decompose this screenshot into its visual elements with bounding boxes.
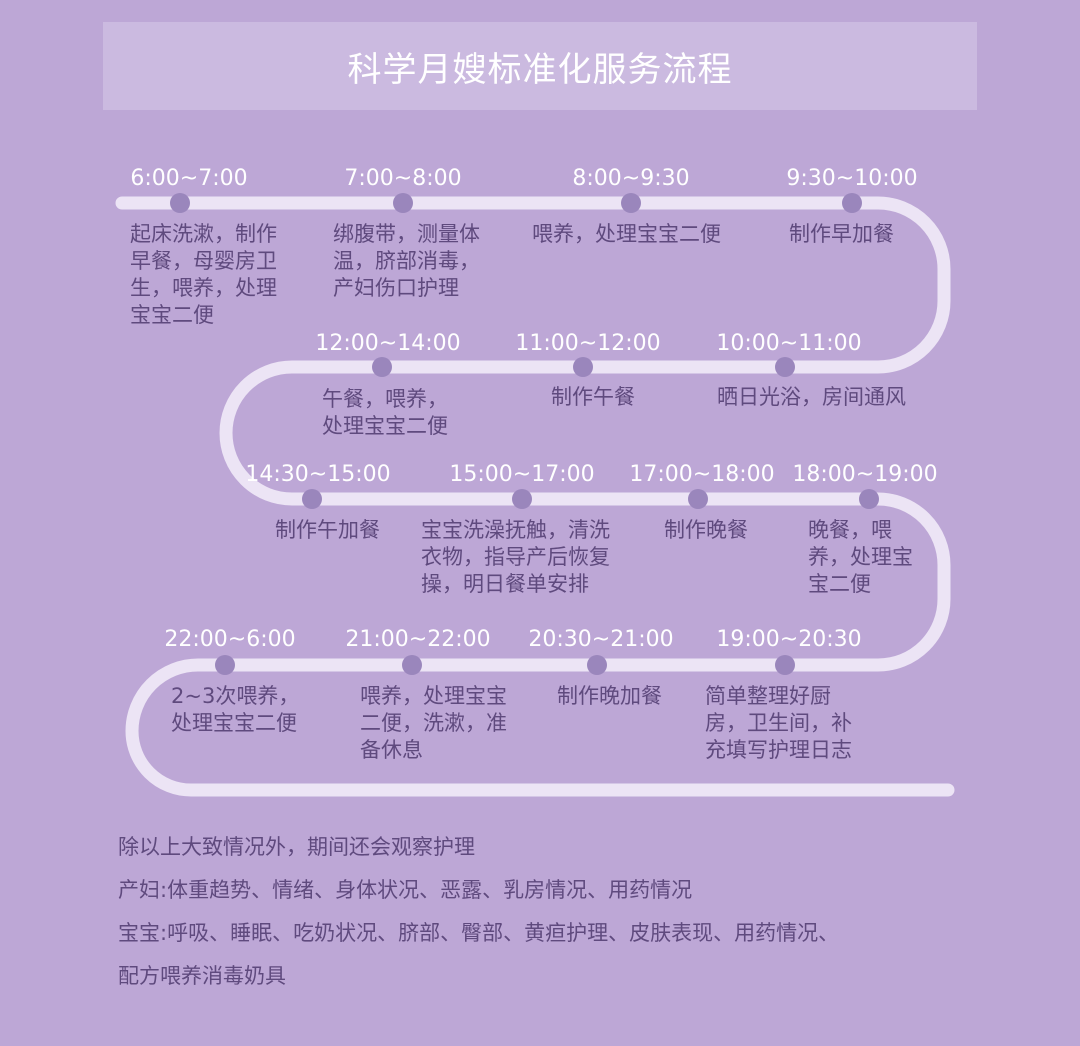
timeline-dot: [688, 489, 708, 509]
step-description-line: 早餐，母婴房卫: [130, 249, 277, 273]
step-description: 喂养，处理宝宝二便: [532, 221, 721, 248]
step-description: 宝宝洗澡抚触，清洗衣物，指导产后恢复操，明日餐单安排: [421, 517, 610, 598]
step-time: 19:00~20:30: [716, 627, 862, 652]
step-description-line: 处理宝宝二便: [171, 711, 297, 735]
step-time: 22:00~6:00: [164, 627, 296, 652]
step-description-line: 房，卫生间，补: [705, 711, 852, 735]
step-description-line: 晒日光浴，房间通风: [717, 385, 906, 409]
timeline-dots: [170, 193, 879, 675]
notes-baby: 宝宝:呼吸、睡眠、吃奶状况、脐部、臀部、黄疸护理、皮肤表现、用药情况、: [118, 921, 840, 945]
step-description-line: 制作午加餐: [275, 518, 380, 542]
step-description-line: 充填写护理日志: [705, 738, 852, 762]
step-description-line: 简单整理好厨: [705, 684, 831, 708]
timeline-dot: [302, 489, 322, 509]
timeline-dot: [512, 489, 532, 509]
serpentine-track: [115, 196, 955, 797]
step-description: 起床洗漱，制作早餐，母婴房卫生，喂养，处理宝宝二便: [130, 221, 277, 329]
timeline-dot: [859, 489, 879, 509]
step-description-line: 喂养，处理宝宝二便: [532, 222, 721, 246]
step-time: 9:30~10:00: [786, 166, 918, 191]
timeline-dot: [402, 655, 422, 675]
timeline-dot: [215, 655, 235, 675]
step-time: 10:00~11:00: [716, 331, 862, 356]
step-time: 7:00~8:00: [344, 166, 462, 191]
step-description: 晒日光浴，房间通风: [717, 384, 906, 411]
step-description-line: 晚餐，喂: [808, 518, 892, 542]
step-description: 制作晚加餐: [557, 683, 662, 710]
step-description-line: 制作早加餐: [789, 222, 894, 246]
step-time: 21:00~22:00: [345, 627, 491, 652]
step-description-line: 制作晚餐: [664, 518, 748, 542]
timeline-dot: [393, 193, 413, 213]
notes-block: 除以上大致情况外，期间还会观察护理 产妇:体重趋势、情绪、身体状况、恶露、乳房情…: [118, 826, 839, 998]
step-description-line: 起床洗漱，制作: [130, 222, 277, 246]
step-description-line: 2~3次喂养，: [171, 684, 300, 708]
step-description-line: 绑腹带，测量体: [333, 222, 480, 246]
step-description: 制作午餐: [551, 384, 635, 411]
step-description: 制作午加餐: [275, 517, 380, 544]
timeline-dot: [775, 655, 795, 675]
step-description-line: 宝二便: [808, 572, 871, 596]
title-banner: 科学月嫂标准化服务流程: [103, 22, 977, 110]
step-time: 17:00~18:00: [629, 462, 775, 487]
step-description-line: 生，喂养，处理: [130, 276, 277, 300]
step-description: 简单整理好厨房，卫生间，补充填写护理日志: [705, 683, 852, 764]
step-time: 20:30~21:00: [528, 627, 674, 652]
step-description-line: 产妇伤口护理: [333, 276, 459, 300]
notes-mother: 产妇:体重趋势、情绪、身体状况、恶露、乳房情况、用药情况: [118, 878, 693, 902]
step-description-line: 养，处理宝: [808, 545, 913, 569]
step-description-line: 衣物，指导产后恢复: [421, 545, 610, 569]
notes-intro: 除以上大致情况外，期间还会观察护理: [118, 835, 475, 859]
timeline-dot: [587, 655, 607, 675]
step-description-line: 处理宝宝二便: [322, 414, 448, 438]
step-description-line: 制作午餐: [551, 385, 635, 409]
step-time: 15:00~17:00: [449, 462, 595, 487]
step-description: 绑腹带，测量体温，脐部消毒， 产妇伤口护理: [333, 221, 480, 302]
notes-bottles: 配方喂养消毒奶具: [118, 964, 286, 988]
step-description: 喂养，处理宝宝二便，洗漱，准备休息: [360, 683, 507, 764]
step-description-line: 宝宝二便: [130, 303, 214, 327]
step-description: 制作晚餐: [664, 517, 748, 544]
timeline-dot: [621, 193, 641, 213]
timeline-dot: [372, 357, 392, 377]
step-description: 午餐，喂养， 处理宝宝二便: [322, 386, 448, 440]
step-description: 制作早加餐: [789, 221, 894, 248]
step-description-line: 温，脐部消毒，: [333, 249, 480, 273]
timeline-dot: [775, 357, 795, 377]
step-description-line: 制作晚加餐: [557, 684, 662, 708]
step-description-line: 午餐，喂养，: [322, 387, 448, 411]
timeline-dot: [170, 193, 190, 213]
timeline-dot: [573, 357, 593, 377]
timeline-dot: [842, 193, 862, 213]
step-description-line: 操，明日餐单安排: [421, 572, 589, 596]
step-description: 晚餐，喂养，处理宝宝二便: [808, 517, 913, 598]
step-description-line: 宝宝洗澡抚触，清洗: [421, 518, 610, 542]
step-description-line: 二便，洗漱，准: [360, 711, 507, 735]
step-description-line: 喂养，处理宝宝: [360, 684, 507, 708]
step-time: 18:00~19:00: [792, 462, 938, 487]
page-title: 科学月嫂标准化服务流程: [347, 49, 733, 90]
step-time: 8:00~9:30: [572, 166, 690, 191]
step-time: 14:30~15:00: [245, 462, 391, 487]
step-time: 12:00~14:00: [315, 331, 461, 356]
step-description: 2~3次喂养， 处理宝宝二便: [171, 683, 299, 737]
step-time: 6:00~7:00: [130, 166, 248, 191]
step-time: 11:00~12:00: [515, 331, 661, 356]
step-description-line: 备休息: [360, 738, 423, 762]
